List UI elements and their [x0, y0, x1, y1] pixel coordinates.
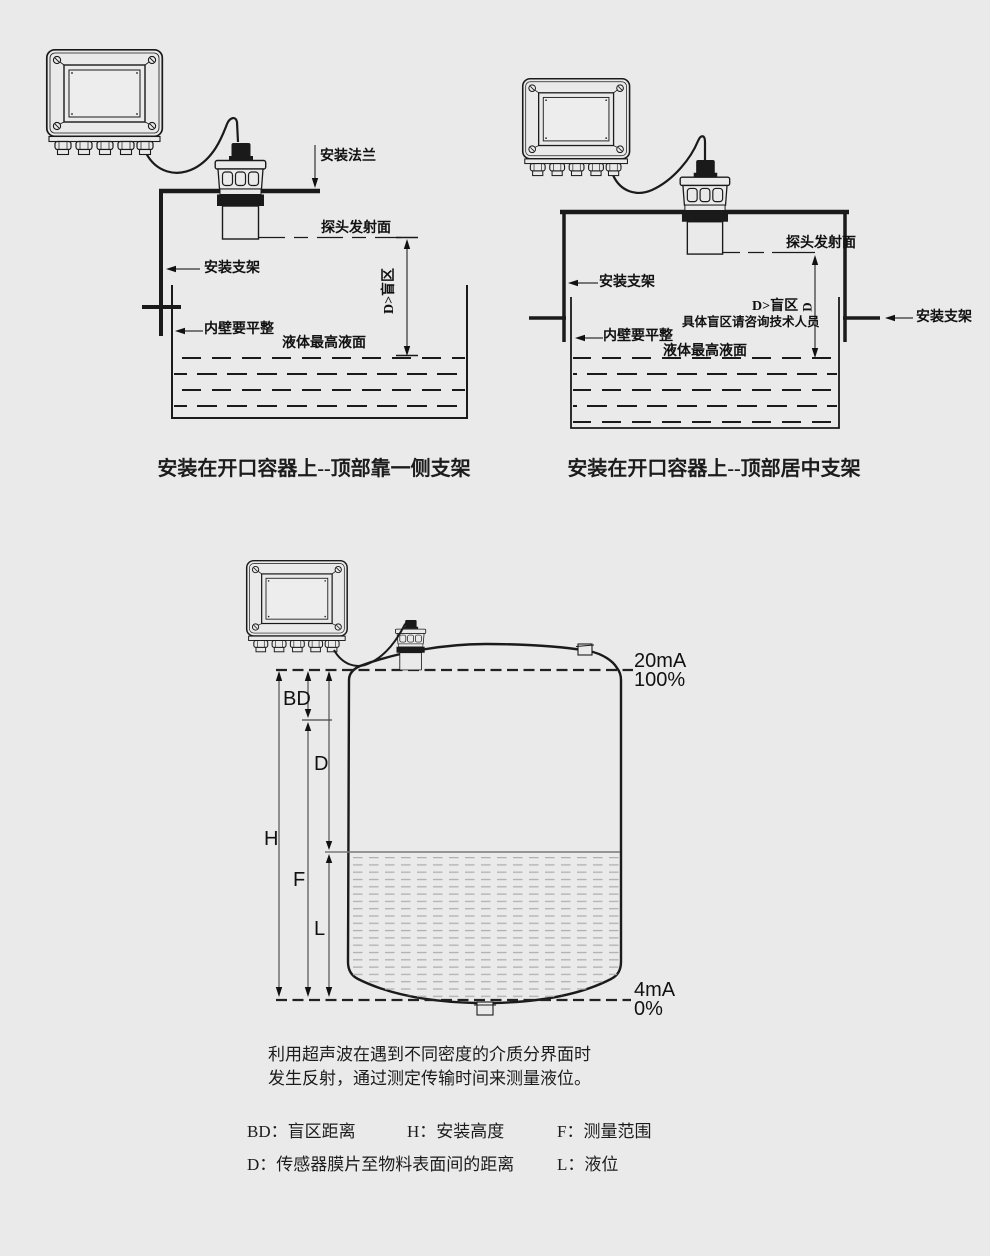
open-container-side-bracket-drawing [45, 48, 468, 419]
open-container-walls [171, 285, 468, 419]
tank-vent-nozzle [577, 643, 593, 656]
probe-face-label: 探头发射面 [321, 221, 391, 236]
blind-zone-label: D>盲区 [381, 267, 397, 315]
legend-f: F：测量范围 [557, 1122, 652, 1141]
flange-label: 安装法兰 [320, 149, 376, 164]
dim-f-label: F [293, 869, 306, 891]
controller-box [245, 559, 348, 653]
output-20ma-label: 20mA [634, 650, 687, 672]
probe-face-label: 探头发射面 [786, 236, 856, 251]
inner-wall-label: 内壁要平整 [204, 322, 274, 337]
sensor-cable [611, 135, 707, 194]
inner-wall-label: 内壁要平整 [603, 329, 673, 344]
bracket-left-label: 安装支架 [599, 275, 655, 290]
ultrasonic-sensor [214, 142, 267, 240]
open-container-walls [570, 297, 840, 429]
blind-zone-label: D>盲区 [752, 299, 799, 314]
principle-description-line1: 利用超声波在遇到不同密度的介质分界面时 [268, 1045, 591, 1064]
bracket-label: 安装支架 [204, 261, 260, 276]
dim-h-label: H [264, 828, 279, 850]
liquid-dashes [350, 857, 620, 1002]
dim-l-label: L [314, 918, 326, 940]
dimension-lines [278, 680, 332, 988]
liquid-dashes [174, 350, 465, 417]
right-diagram-caption: 安装在开口容器上--顶部居中支架 [567, 458, 861, 480]
liquid-dashes [573, 350, 837, 426]
ultrasonic-sensor [395, 619, 427, 671]
controller-box [45, 48, 164, 156]
max-level-label: 液体最高液面 [282, 336, 366, 351]
open-container-center-bracket-drawing [521, 77, 913, 429]
controller-box [521, 77, 631, 177]
output-0pct-label: 0% [634, 998, 663, 1020]
blind-zone-note: 具体盲区请咨询技术人员 [682, 315, 820, 329]
dim-bd-label: BD [283, 688, 311, 710]
output-4ma-label: 4mA [634, 979, 676, 1001]
closed-tank-measurement-drawing [245, 559, 633, 1016]
ultrasonic-sensor [679, 159, 731, 255]
principle-description-line2: 发生反射，通过测定传输时间来测量液位。 [268, 1069, 591, 1088]
bracket-right-label: 安装支架 [916, 310, 972, 325]
legend-d: D：传感器膜片至物料表面间的距离 [247, 1155, 515, 1174]
sensor-cable [145, 117, 240, 174]
legend-bd: BD：盲区距离 [247, 1122, 356, 1141]
max-level-label: 液体最高液面 [663, 344, 747, 359]
left-diagram-caption: 安装在开口容器上--顶部靠一侧支架 [157, 458, 471, 480]
legend-l: L：液位 [557, 1155, 619, 1174]
tank-drain-nozzle [476, 1001, 494, 1016]
output-100pct-label: 100% [634, 669, 686, 691]
dim-d-label: D [314, 753, 329, 775]
dimension-arrowheads [275, 671, 333, 997]
sensor-cable [333, 621, 410, 667]
legend-h: H：安装高度 [407, 1122, 505, 1141]
blind-zone-dim-letter: D [799, 302, 815, 312]
